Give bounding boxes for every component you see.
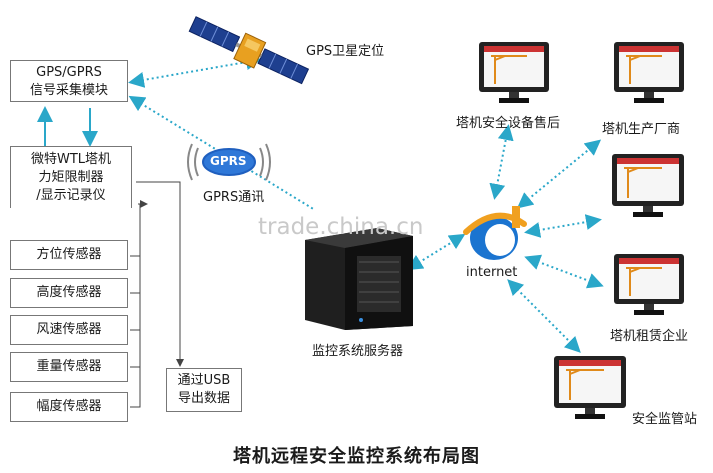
usb-line-1: 通过USB [177,373,231,388]
controller-line-1: 微特WTL塔机 [30,152,112,167]
monitor-icon [479,42,549,103]
monitor-icon [614,254,684,315]
client-label-supervision: 安全监管站 [632,412,698,427]
gps-module-line-2: 信号采集模块 [29,83,108,98]
sensor-azimuth: 方位传感器 [10,240,128,270]
sensor-wind-speed: 风速传感器 [10,315,128,345]
usb-export-box: 通过USB 导出数据 [166,368,242,412]
monitor-icon [612,154,684,217]
monitor-icon [554,356,626,419]
gprs-signal-icon [187,143,271,181]
server-icon [305,228,413,330]
sensor-height: 高度传感器 [10,278,128,308]
client-label-rental: 塔机租赁企业 [610,329,689,344]
satellite-icon [188,16,310,85]
satellite-label: GPS卫星定位 [306,44,385,59]
server-label: 监控系统服务器 [312,344,404,359]
watermark: trade.china.cn [258,214,424,240]
usb-line-2: 导出数据 [177,391,230,406]
diagram-title: 塔机远程安全监控系统布局图 [233,446,480,467]
link-module-satellite [128,54,262,88]
internet-globe-icon [463,206,527,260]
sensor-weight: 重量传感器 [10,352,128,382]
gps-gprs-module: GPS/GPRS 信号采集模块 [10,60,128,102]
sensor-amplitude: 幅度传感器 [10,392,128,422]
link-module-server [128,95,316,211]
client-label-manufacturer: 塔机生产厂商 [602,122,681,137]
controller-line-2: 力矩限制器 [38,170,104,185]
monitor-icon [614,42,684,103]
client-label-aftersales: 塔机安全设备售后 [456,116,561,131]
torque-limiter-recorder: 微特WTL塔机 力矩限制器 /显示记录仪 [10,146,132,208]
controller-line-3: /显示记录仪 [36,188,106,203]
gprs-badge-text: GPRS [210,154,247,168]
internet-label: internet [466,265,518,280]
gprs-label: GPRS通讯 [203,190,265,205]
gps-module-line-1: GPS/GPRS [36,65,102,80]
